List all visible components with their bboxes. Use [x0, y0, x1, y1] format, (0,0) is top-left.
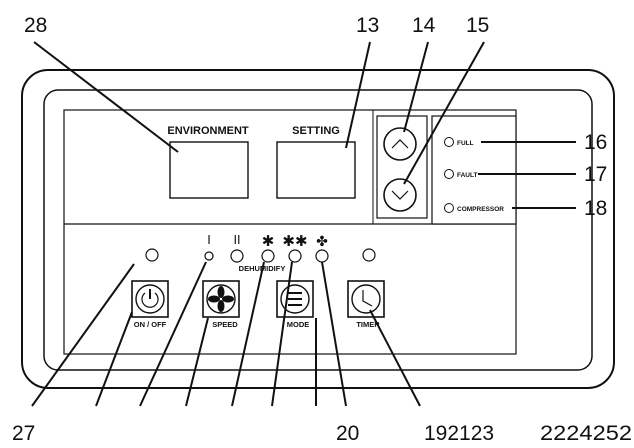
callout-2224252: 2224252: [540, 422, 632, 445]
chevron-up-icon: [391, 139, 409, 149]
callout-17: 17: [584, 163, 607, 186]
level-led-3: [261, 249, 275, 263]
menu-icon: [288, 292, 302, 306]
speed-button-label: SPEED: [212, 320, 238, 329]
callout-14: 14: [412, 14, 436, 37]
level-symbol-4: ✱✱: [282, 232, 307, 250]
leader-lines: [31, 41, 576, 407]
down-button[interactable]: [383, 178, 417, 212]
level-symbol-3: ✱: [262, 232, 275, 250]
level-led-5: [315, 249, 329, 263]
callout-18: 18: [584, 197, 607, 220]
callout-20: 20: [336, 422, 359, 445]
power-button[interactable]: [131, 280, 169, 318]
environment-display: [169, 141, 249, 199]
fault-indicator-led: [444, 169, 454, 179]
speed-button[interactable]: [202, 280, 240, 318]
timer-led: [362, 248, 376, 262]
callout-28: 28: [24, 14, 47, 37]
level-symbol-1: I: [207, 233, 211, 247]
mode-button-label: MODE: [287, 320, 310, 329]
level-symbol-5: ✤: [316, 234, 328, 250]
callout-15: 15: [466, 14, 489, 37]
callout-16: 16: [584, 131, 607, 154]
chevron-down-icon: [391, 190, 409, 200]
level-led-4: [288, 249, 302, 263]
full-indicator-label: FULL: [457, 140, 474, 147]
level-symbol-2: II: [233, 233, 240, 247]
timer-button-label: TIMER: [356, 320, 380, 329]
callout-192123: 192123: [424, 422, 494, 445]
callout-27: 27: [12, 422, 35, 445]
compressor-indicator-label: COMPRESSOR: [457, 206, 504, 213]
compressor-indicator-led: [444, 203, 454, 213]
power-icon: [141, 292, 159, 308]
mode-button[interactable]: [276, 280, 314, 318]
power-button-label: ON / OFF: [134, 320, 167, 329]
full-indicator-led: [444, 137, 454, 147]
environment-label: ENVIRONMENT: [167, 125, 249, 137]
level-led-1: [204, 251, 214, 261]
clock-icon: [362, 290, 373, 307]
setting-label: SETTING: [292, 125, 340, 137]
up-button[interactable]: [383, 127, 417, 161]
setting-display: [276, 141, 356, 199]
level-led-2: [230, 249, 244, 263]
callout-13: 13: [356, 14, 379, 37]
fault-indicator-label: FAULT: [457, 172, 477, 179]
timer-button[interactable]: [347, 280, 385, 318]
fan-icon: [208, 286, 234, 312]
power-led: [145, 248, 159, 262]
